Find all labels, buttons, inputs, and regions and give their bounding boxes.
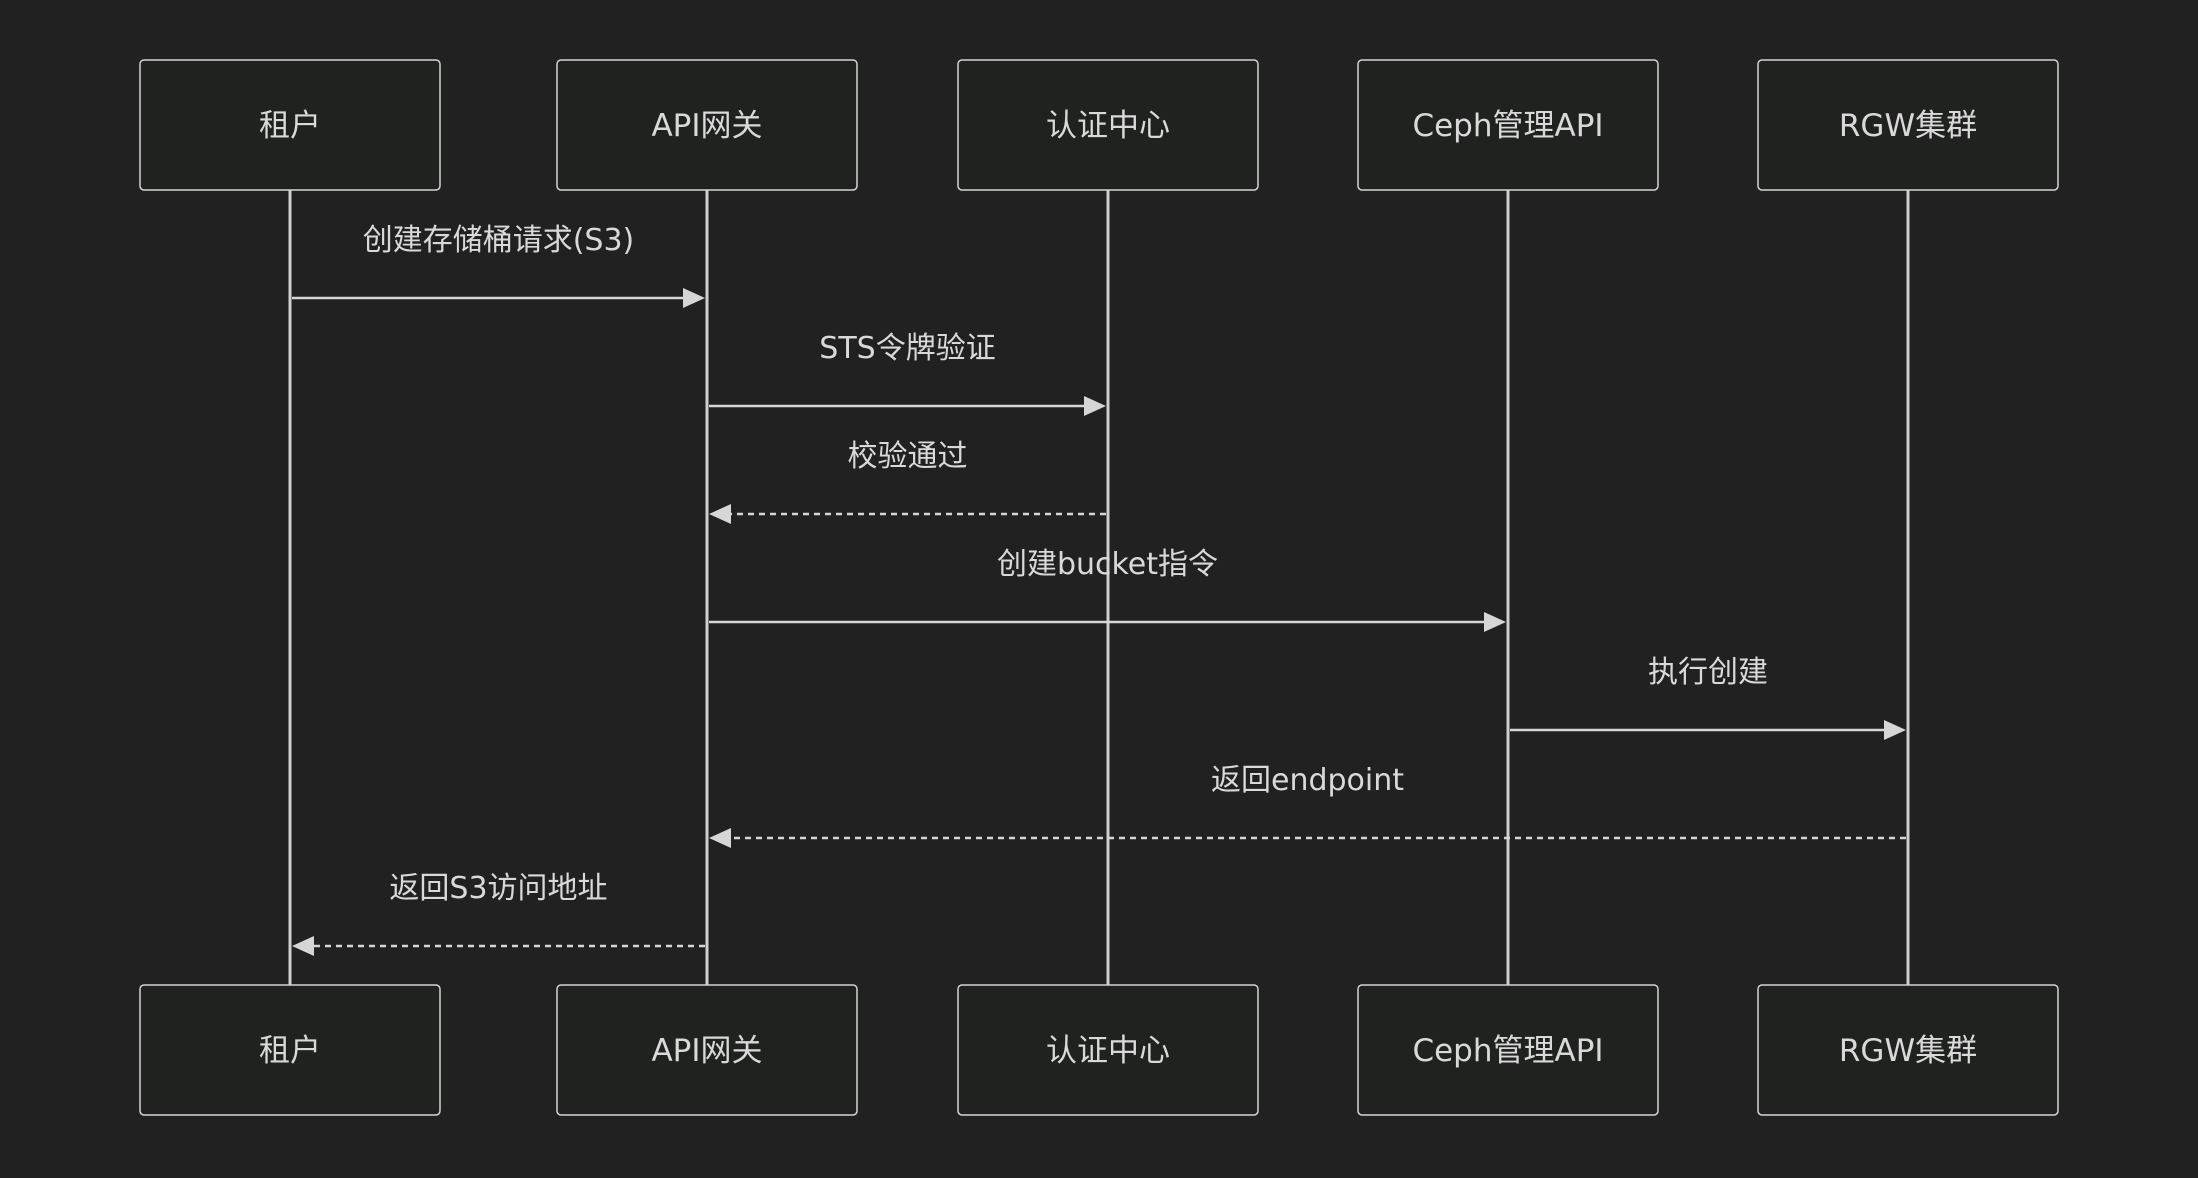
- message-4: 创建bucket指令: [709, 547, 1506, 632]
- actor-box: [139, 59, 441, 191]
- message-label: 创建存储桶请求(S3): [363, 223, 635, 258]
- actor-box: [1757, 984, 2059, 1116]
- arrowhead: [292, 936, 314, 956]
- message-label: 校验通过: [848, 439, 968, 474]
- message-7: 返回S3访问地址: [292, 871, 705, 956]
- actor-tenant-bottom: 租户: [139, 984, 441, 1116]
- actor-box: [1357, 984, 1659, 1116]
- arrowhead: [683, 288, 705, 308]
- actor-rgw-bottom: RGW集群: [1757, 984, 2059, 1116]
- arrowhead: [1484, 612, 1506, 632]
- message-5: 执行创建: [1510, 655, 1906, 740]
- actor-box: [957, 59, 1259, 191]
- actor-box: [556, 59, 858, 191]
- message-label: STS令牌验证: [819, 331, 995, 366]
- actor-tenant-top: 租户: [139, 59, 441, 191]
- actor-box: [957, 984, 1259, 1116]
- actor-box: [139, 984, 441, 1116]
- actor-label: API网关: [651, 1033, 762, 1069]
- arrowhead: [1884, 720, 1906, 740]
- lifelines: [288, 190, 1910, 985]
- actor-label: 认证中心: [1046, 108, 1170, 144]
- message-2: STS令牌验证: [709, 331, 1106, 416]
- actor-label: RGW集群: [1839, 1033, 1977, 1069]
- arrowhead: [709, 504, 731, 524]
- actor-label: 租户: [259, 108, 321, 144]
- actor-auth-bottom: 认证中心: [957, 984, 1259, 1116]
- actor-gateway-top: API网关: [556, 59, 858, 191]
- actor-label: Ceph管理API: [1412, 108, 1603, 144]
- message-label: 创建bucket指令: [997, 547, 1218, 582]
- actor-rgw-top: RGW集群: [1757, 59, 2059, 191]
- actor-ceph-top: Ceph管理API: [1357, 59, 1659, 191]
- message-label: 返回endpoint: [1211, 763, 1404, 798]
- message-1: 创建存储桶请求(S3): [292, 223, 705, 308]
- actor-label: Ceph管理API: [1412, 1033, 1603, 1069]
- message-label: 返回S3访问地址: [389, 871, 607, 906]
- actor-box: [556, 984, 858, 1116]
- arrowhead: [709, 828, 731, 848]
- messages: 创建存储桶请求(S3) STS令牌验证校验通过创建bucket指令执行创建返回en…: [292, 223, 1906, 956]
- message-6: 返回endpoint: [709, 763, 1906, 848]
- message-3: 校验通过: [709, 439, 1106, 524]
- actor-ceph-bottom: Ceph管理API: [1357, 984, 1659, 1116]
- actor-box: [1757, 59, 2059, 191]
- actor-gateway-bottom: API网关: [556, 984, 858, 1116]
- arrowhead: [1084, 396, 1106, 416]
- actor-auth-top: 认证中心: [957, 59, 1259, 191]
- actor-label: 认证中心: [1046, 1033, 1170, 1069]
- message-label: 执行创建: [1648, 655, 1768, 690]
- actor-box: [1357, 59, 1659, 191]
- actor-label: 租户: [259, 1033, 321, 1069]
- actor-label: RGW集群: [1839, 108, 1977, 144]
- actor-label: API网关: [651, 108, 762, 144]
